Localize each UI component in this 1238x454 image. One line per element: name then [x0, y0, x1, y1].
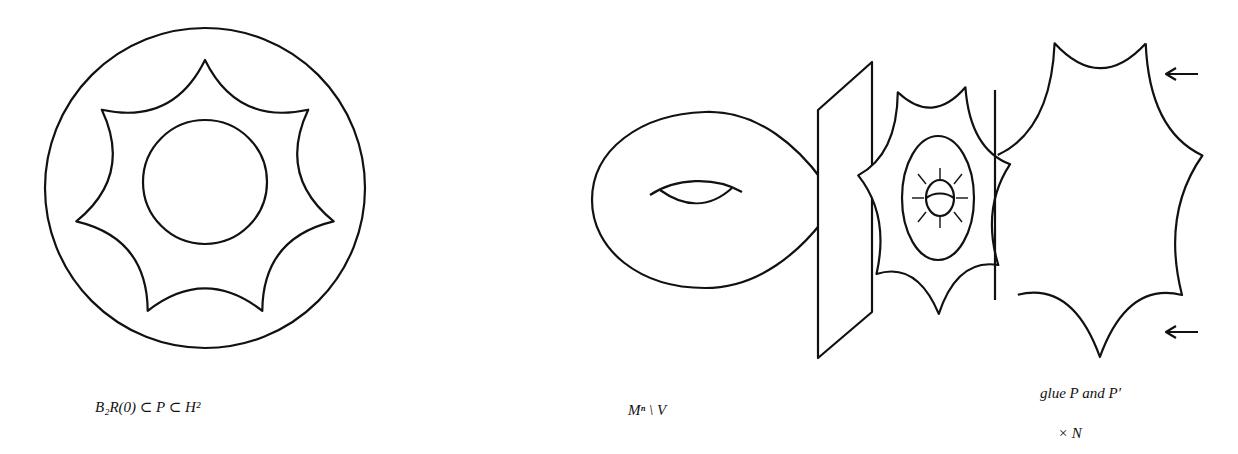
- ball-slice: [902, 136, 974, 260]
- figure-label: × N: [1058, 425, 1082, 442]
- torus-hole: [660, 188, 732, 203]
- arrow: [1166, 68, 1198, 80]
- figure-label: Mⁿ \ V: [628, 402, 666, 419]
- small-torus: [926, 194, 954, 199]
- piece-P: [858, 87, 1010, 314]
- arrow: [1166, 326, 1198, 338]
- plane: [818, 62, 872, 358]
- star-polygon: [76, 60, 333, 311]
- ball: [143, 120, 267, 244]
- piece-P-prime: [998, 43, 1203, 357]
- small-torus: [926, 180, 954, 216]
- figure-label: glue P and P′: [1040, 385, 1121, 402]
- boundary-circle: [45, 28, 365, 348]
- handle-body: [592, 112, 822, 288]
- figure-label: B₂R(0) ⊂ P ⊂ H²: [95, 398, 200, 416]
- hairs: [912, 168, 968, 228]
- seam: [994, 90, 996, 300]
